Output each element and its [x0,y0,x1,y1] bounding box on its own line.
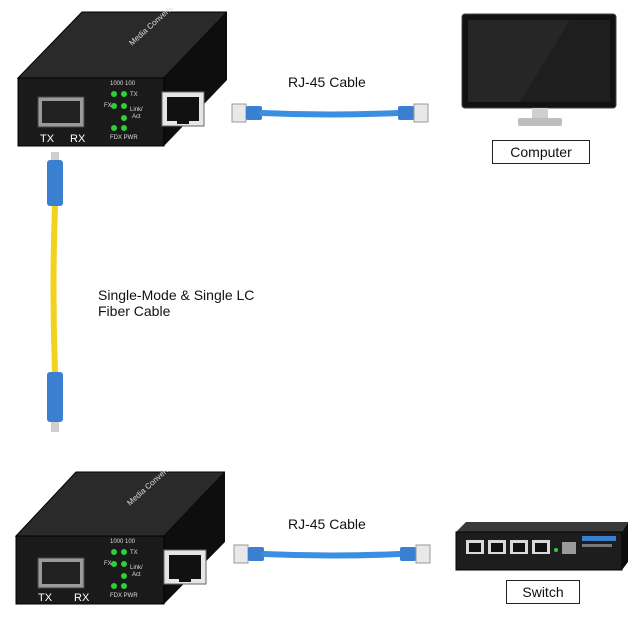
svg-text:1000 100: 1000 100 [110,539,136,545]
svg-text:Act: Act [132,572,141,578]
svg-text:RX: RX [70,133,86,145]
svg-text:Link/: Link/ [130,565,143,571]
svg-text:FDX PWR: FDX PWR [110,593,138,599]
svg-text:1000 100: 1000 100 [110,81,136,87]
svg-text:FX: FX [104,103,112,109]
svg-text:TX: TX [130,92,138,98]
top-media-converter: Media Converter 1000 100 TX FX Link/ Act… [16,8,227,147]
bottom-rj45-cable [233,544,431,564]
fiber-cable [47,152,63,432]
svg-text:Link/: Link/ [130,107,143,113]
bottom-rj45-label: RJ-45 Cable [288,516,366,532]
status-leds [111,549,127,589]
switch-label: Switch [506,580,580,604]
status-leds [111,91,127,131]
bottom-media-converter: Media Converter 1000 100 TX FX Link/ Act… [14,470,225,605]
svg-text:TX: TX [38,592,53,604]
svg-text:Act: Act [132,114,141,120]
svg-text:RX: RX [74,592,90,604]
svg-text:TX: TX [130,550,138,556]
svg-text:FX: FX [104,561,112,567]
fiber-cable-label: Single-Mode & Single LC Fiber Cable [98,287,255,319]
top-rj45-cable [231,103,429,123]
computer-label: Computer [492,140,590,164]
svg-text:TX: TX [40,133,55,145]
network-switch-icon [455,522,628,571]
top-rj45-label: RJ-45 Cable [288,74,366,90]
svg-text:FDX PWR: FDX PWR [110,135,138,141]
computer-monitor-icon [461,13,617,126]
